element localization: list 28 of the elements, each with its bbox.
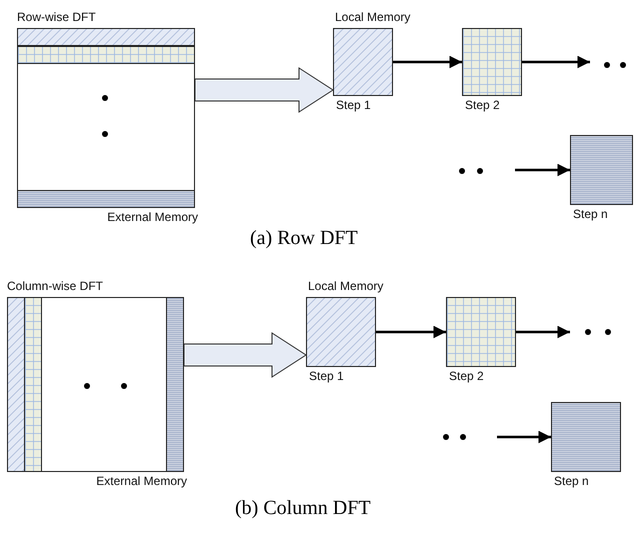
memory-label: External Memory — [96, 474, 187, 488]
column-stripe — [6, 296, 24, 472]
column-stripe — [166, 296, 184, 472]
figure-caption: (a) Row DFT — [250, 226, 358, 250]
memory-title: Local Memory — [308, 279, 384, 293]
arrow — [515, 164, 570, 176]
column-stripe — [24, 296, 42, 472]
step-label: Step 1 — [309, 369, 344, 383]
figure-caption: (b) Column DFT — [235, 496, 371, 520]
arrow — [393, 56, 462, 68]
step-label: Step n — [554, 474, 589, 488]
step-label: Step 2 — [465, 98, 500, 112]
matrix-title: Row-wise DFT — [17, 10, 96, 24]
arrow — [497, 430, 551, 444]
row-stripe — [16, 46, 194, 64]
step-label: Step n — [573, 207, 608, 221]
arrow — [516, 326, 570, 338]
memory-title: Local Memory — [335, 10, 410, 24]
step-label: Step 1 — [336, 98, 371, 112]
block-arrow — [184, 332, 307, 378]
memory-label: External Memory — [107, 210, 198, 224]
matrix-title: Column-wise DFT — [7, 279, 104, 293]
arrow — [376, 326, 446, 338]
step-label: Step 2 — [449, 369, 484, 383]
block-arrow — [194, 67, 334, 113]
arrow — [522, 56, 590, 68]
row-stripe — [16, 190, 194, 208]
row-stripe — [16, 28, 194, 46]
